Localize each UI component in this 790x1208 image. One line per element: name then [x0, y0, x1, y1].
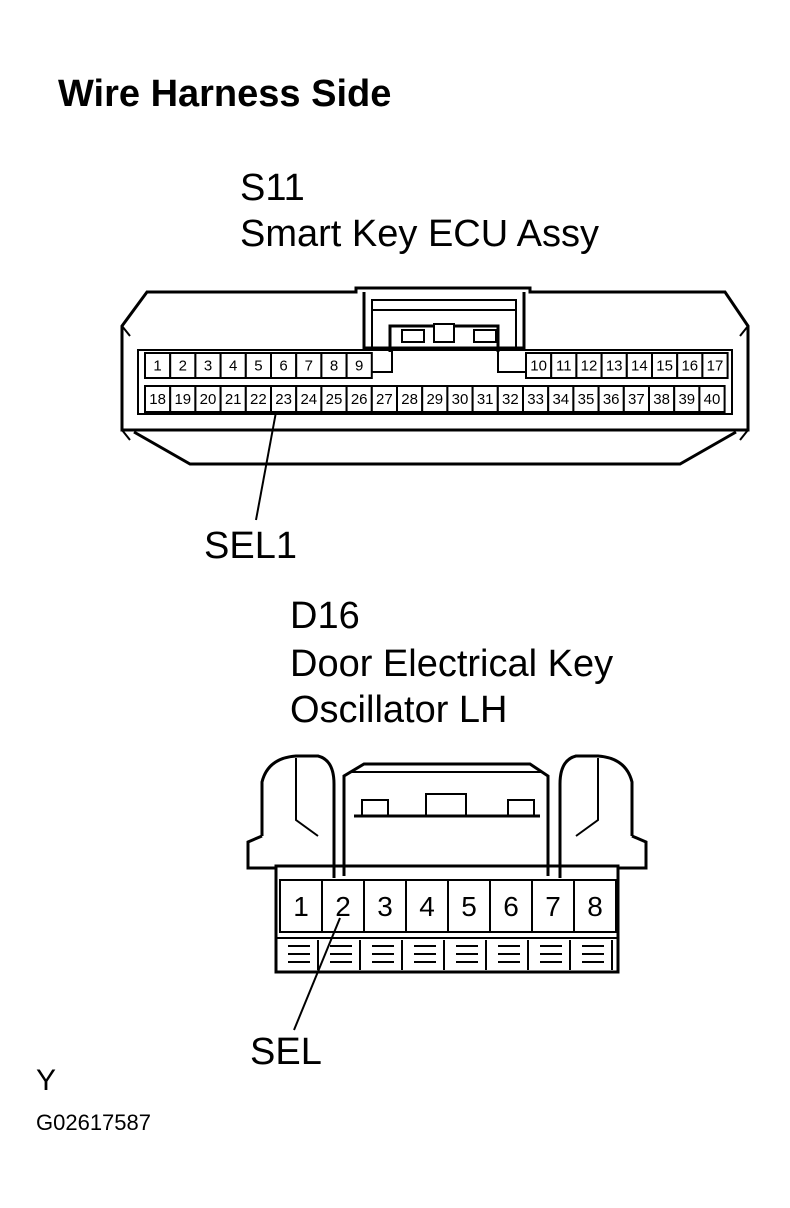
pin-number: 16 [681, 358, 698, 375]
pin-cell [363, 879, 407, 933]
pin-cell [421, 385, 449, 413]
pin-number: 36 [603, 391, 620, 408]
pin-cell [471, 385, 499, 413]
pin-number: 25 [326, 391, 343, 408]
pin-number: 28 [401, 391, 418, 408]
pin-number: 27 [376, 391, 393, 408]
pin-cell [572, 385, 600, 413]
pin-number: 6 [279, 358, 287, 375]
pin-number: 22 [250, 391, 267, 408]
pin-number: 5 [254, 358, 262, 375]
pin-cell [194, 352, 222, 379]
pin-number: 6 [503, 891, 519, 922]
pin-number: 4 [419, 891, 435, 922]
pin-cell [676, 352, 704, 379]
pin-cell [597, 385, 625, 413]
pin-number: 20 [200, 391, 217, 408]
pin-cell [279, 879, 323, 933]
s11-name: Smart Key ECU Assy [240, 213, 599, 255]
pin-cell [651, 352, 679, 379]
pin-number: 33 [527, 391, 544, 408]
pin-number: 34 [552, 391, 569, 408]
pin-number: 15 [656, 358, 673, 375]
pin-number: 2 [335, 891, 351, 922]
pin-number: 37 [628, 391, 645, 408]
pin-cell [625, 352, 653, 379]
pin-cell [244, 385, 273, 413]
pin-number: 3 [377, 891, 393, 922]
pin-cell [144, 385, 172, 413]
pin-cell [244, 352, 273, 379]
footer-mark: Y [36, 1064, 56, 1097]
pin-cell [522, 385, 550, 413]
pin-number: 39 [678, 391, 695, 408]
pin-cell [447, 879, 491, 933]
figure-id: G02617587 [36, 1110, 151, 1135]
pin-number: 32 [502, 391, 519, 408]
pin-number: 13 [606, 358, 623, 375]
pin-number: 3 [204, 358, 212, 375]
sel-leader-line [293, 917, 341, 1031]
pin-number: 10 [530, 358, 547, 375]
pin-cell [270, 385, 298, 413]
pin-number: 26 [351, 391, 368, 408]
pin-cell [701, 352, 729, 379]
d16-name-line2: Oscillator LH [290, 689, 508, 731]
s11-key-slot [372, 350, 525, 373]
d16-connector-housing [246, 754, 648, 974]
pin-number: 4 [229, 358, 237, 375]
sel1-leader-line [255, 411, 277, 521]
pin-number: 2 [179, 358, 187, 375]
pin-number: 1 [153, 358, 161, 375]
pin-cell [496, 385, 524, 413]
pin-cell [573, 879, 617, 933]
pin-number: 24 [300, 391, 317, 408]
s11-pin-row-bottom: 18 19 20 21 22 23 24 25 26 27 28 29 30 31 32 33 34 35 36 37… [144, 385, 726, 413]
sel-label: SEL [250, 1031, 322, 1073]
sel1-label: SEL1 [204, 525, 297, 567]
pin-cell [550, 352, 578, 379]
pin-number: 12 [581, 358, 598, 375]
pin-number: 29 [426, 391, 443, 408]
pin-number: 1 [293, 891, 309, 922]
pin-number: 30 [452, 391, 469, 408]
pin-number: 35 [578, 391, 595, 408]
pin-cell [622, 385, 650, 413]
s11-pin-row-top-right: 10 11 12 13 14 15 16 17 [525, 352, 729, 379]
pin-number: 14 [631, 358, 648, 375]
pin-number: 19 [174, 391, 191, 408]
pin-number: 18 [149, 391, 166, 408]
pin-number: 9 [355, 358, 363, 375]
pin-number: 38 [653, 391, 670, 408]
d16-name-line1: Door Electrical Key [290, 643, 613, 685]
pin-cell [446, 385, 474, 413]
pin-number: 7 [545, 891, 561, 922]
s11-connector-housing [120, 286, 750, 466]
pin-cell [219, 352, 247, 379]
pin-cell [531, 879, 575, 933]
d16-bottom-ribs [288, 940, 613, 970]
s11-code: S11 [240, 167, 305, 209]
d16-code: D16 [290, 595, 360, 637]
pin-number: 7 [305, 358, 313, 375]
pin-number: 31 [477, 391, 494, 408]
pin-number: 8 [330, 358, 338, 375]
pin-number: 21 [225, 391, 242, 408]
pin-number: 40 [704, 391, 721, 408]
pin-number: 17 [707, 358, 724, 375]
diagram-title: Wire Harness Side [58, 73, 391, 115]
pin-number: 5 [461, 891, 477, 922]
pin-cell [698, 385, 726, 413]
pin-number: 8 [587, 891, 603, 922]
pin-cell [345, 352, 373, 379]
pin-number: 11 [556, 358, 572, 375]
pin-number: 23 [275, 391, 292, 408]
pin-cell [575, 352, 603, 379]
pin-cell [345, 385, 373, 413]
